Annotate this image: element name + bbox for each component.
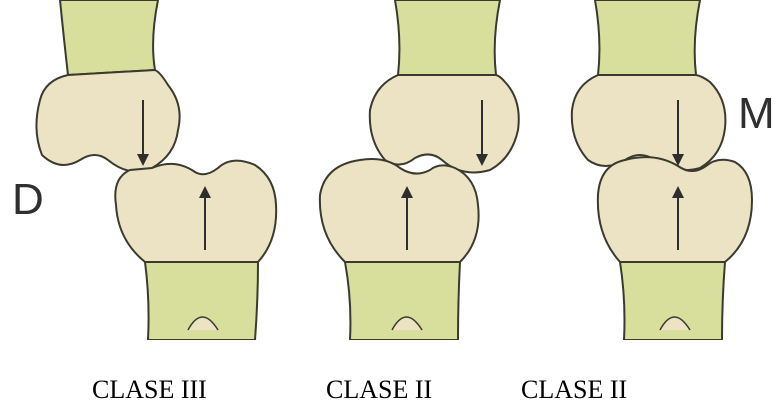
lower-tooth-crown xyxy=(115,161,276,262)
upper-tooth-root xyxy=(395,0,500,75)
panel-1-teeth xyxy=(36,0,276,340)
caption-panel-1: CLASE III xyxy=(92,377,207,403)
upper-tooth-root xyxy=(595,0,700,75)
caption-panel-3: CLASE II xyxy=(521,377,627,403)
panel-3-teeth xyxy=(572,0,752,340)
teeth-illustration xyxy=(0,0,781,340)
upper-tooth-root xyxy=(60,0,158,75)
caption-panel-2: CLASE II xyxy=(326,377,432,403)
lower-tooth-crown xyxy=(320,159,479,262)
panel-2-teeth xyxy=(320,0,519,340)
upper-tooth-crown xyxy=(36,70,179,172)
upper-tooth-crown xyxy=(572,75,726,170)
mesial-label: M xyxy=(738,92,775,136)
distal-label: D xyxy=(12,178,44,222)
lower-tooth-crown xyxy=(598,157,752,262)
upper-tooth-crown xyxy=(370,75,519,172)
